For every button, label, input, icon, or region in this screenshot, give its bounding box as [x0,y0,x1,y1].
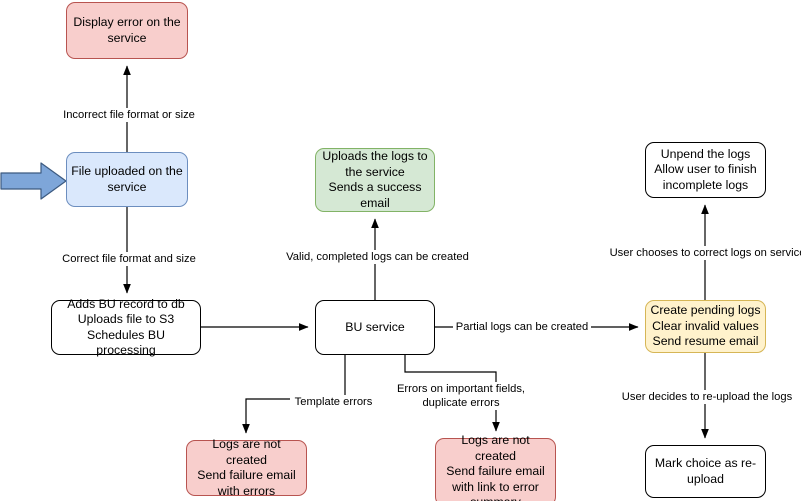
node-display-error[interactable]: Display error on the service [66,2,188,59]
edge-label-partial-logs: Partial logs can be created [453,320,591,334]
edge-label-correct-file-format: Correct file format and size [58,252,200,266]
edge-label-valid-completed-logs: Valid, completed logs can be created [283,250,472,264]
node-uploads-the-logs[interactable]: Uploads the logs to the service Sends a … [315,148,435,212]
edge-label-incorrect-file-format: Incorrect file format or size [56,108,202,122]
edge-label-template-errors: Template errors [290,395,377,409]
node-unpend-the-logs[interactable]: Unpend the logs Allow user to finish inc… [645,142,766,198]
node-bu-service[interactable]: BU service [315,300,435,355]
node-logs-not-created-with-errors[interactable]: Logs are not created Send failure email … [186,437,307,498]
node-create-pending-logs[interactable]: Create pending logs Clear invalid values… [645,300,766,353]
entry-block-arrow [0,162,67,200]
connector-bu-service-to-logs-not-created-template [242,355,346,434]
edge-label-errors-on-important-fields: Errors on important fields, duplicate er… [393,382,529,410]
node-adds-bu-record[interactable]: Adds BU record to db Uploads file to S3 … [51,297,201,357]
node-mark-choice-as-re-upload[interactable]: Mark choice as re- upload [645,445,766,498]
node-logs-not-created-error-summary[interactable]: Logs are not created Send failure email … [435,433,556,501]
edge-label-user-decides-to-reupload: User decides to re-upload the logs [617,390,797,404]
edge-label-user-chooses-to-correct-logs: User chooses to correct logs on service [607,246,801,260]
node-file-uploaded-on-the-service[interactable]: File uploaded on the service [66,152,188,207]
